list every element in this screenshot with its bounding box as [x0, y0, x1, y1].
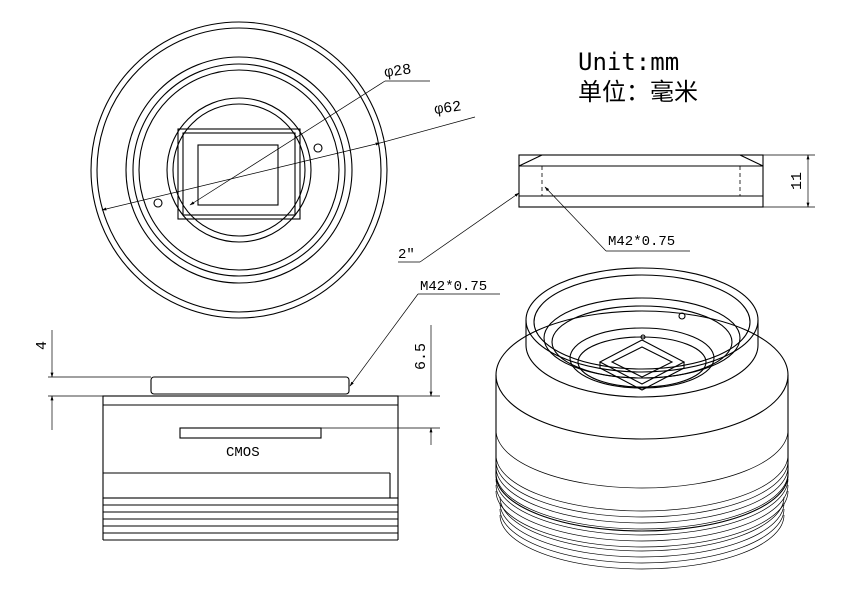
iso-screw-hole-2: [640, 334, 646, 340]
screw-hole-right: [313, 143, 323, 153]
unit-en: Unit:mm: [578, 48, 679, 76]
iso-sensor-chip: [610, 346, 674, 378]
iso-view: [495, 267, 789, 570]
phi62-leader: [379, 116, 476, 144]
mid-ring-1: [125, 56, 353, 284]
side-view: CMOS 4 6.5 M42*0.75: [34, 279, 500, 541]
iso-screw-hole: [678, 312, 686, 320]
iso-ring-2: [495, 460, 789, 518]
adapter-ring: 11 M42*0.75 2″: [398, 154, 815, 263]
inner-ring-2: [172, 103, 306, 237]
thread-top-leader: [544, 186, 607, 252]
thread-side-label: M42*0.75: [420, 279, 487, 295]
dim11-label: 11: [789, 172, 806, 190]
phi62-label: φ62: [433, 98, 462, 119]
iso-ring-band: [495, 429, 789, 489]
inch-label: 2″: [398, 247, 415, 263]
iso-ring-6: [495, 484, 789, 542]
phi28-label: φ28: [383, 61, 412, 82]
iso-ring-5: [495, 478, 789, 536]
thread-top-label: M42*0.75: [608, 234, 675, 250]
cmos-chip: [179, 427, 322, 439]
cmos-label: CMOS: [226, 445, 260, 461]
iso-adapter-inner: [543, 297, 741, 379]
inch-leader: [419, 192, 520, 263]
sensor-chip: [197, 144, 279, 206]
iso-sensor-depth: [599, 362, 685, 391]
phi28-dim-line: [189, 80, 386, 206]
iso-sensor-ring-2: [577, 336, 707, 388]
ring-body: [518, 154, 764, 208]
mid-ring-3: [138, 69, 340, 271]
iso-adapter-top: [525, 267, 759, 373]
iso-sensor-ring: [569, 327, 715, 389]
inner-ring-1: [166, 97, 312, 243]
screw-hole-left: [153, 198, 163, 208]
phi62-dim-line: [101, 142, 381, 211]
iso-ring-1: [495, 454, 789, 512]
iso-ring-9: [499, 502, 785, 558]
thread-side-leader: [349, 293, 419, 387]
iso-body-front-arc: [495, 374, 789, 440]
iso-adapter-side: [525, 320, 759, 398]
mid-ring-2: [132, 63, 346, 277]
iso-ring-3: [495, 466, 789, 524]
outer-ring-1: [90, 21, 388, 319]
side-adapter: [150, 376, 350, 395]
ring-bevel-tl: [518, 154, 543, 167]
outer-ring-2: [96, 27, 382, 313]
ring-bevel-tr: [739, 154, 764, 167]
iso-ring-10: [499, 508, 785, 564]
iso-body-top-arc: [495, 310, 789, 376]
dim4-label: 4: [34, 341, 51, 350]
iso-ring-4: [495, 472, 789, 530]
dim65-label: 6.5: [413, 343, 430, 370]
iso-ring-7: [495, 490, 789, 548]
iso-ring-11: [499, 514, 785, 570]
iso-adapter-inner-2: [551, 305, 733, 379]
iso-adapter-top-2: [533, 274, 751, 370]
iso-ring-8: [499, 496, 785, 552]
front-view: φ28 φ62: [90, 21, 476, 319]
unit-block: Unit:mm 单位：毫米: [578, 48, 698, 106]
unit-cn: 单位：毫米: [578, 78, 698, 106]
iso-body-bottom: [495, 455, 789, 532]
